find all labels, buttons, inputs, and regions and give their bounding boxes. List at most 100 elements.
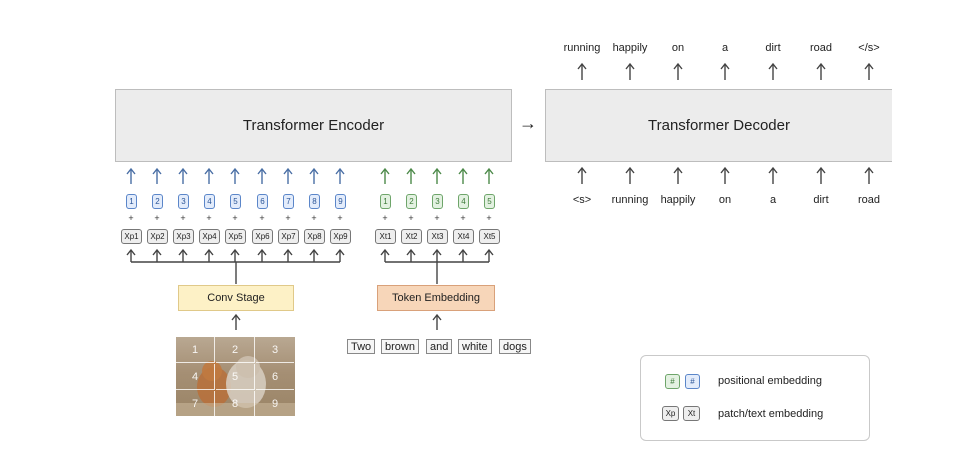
patch-input-arrow-head: [204, 248, 214, 256]
decoder-output-word: road: [809, 42, 833, 54]
text-embedding: Xt3: [427, 229, 448, 244]
image-patch: 6: [256, 364, 294, 390]
text-position-embedding: 5: [484, 194, 495, 209]
patch-position-embedding: 6: [257, 194, 268, 209]
decoder-output-word: on: [671, 42, 685, 54]
patch-embedding: Xp9: [330, 229, 351, 244]
caption-word: and: [426, 339, 453, 354]
text-embedding: Xt5: [479, 229, 500, 244]
patch-encoder-arrow-head: [230, 167, 240, 175]
patch-input-arrow-head: [257, 248, 267, 256]
decoder-label: Transformer Decoder: [648, 117, 790, 134]
decoder-input-word: running: [611, 194, 649, 206]
patch-position-embedding: 8: [309, 194, 320, 209]
patch-encoder-arrow-head: [283, 167, 293, 175]
patch-input-arrow-head: [126, 248, 136, 256]
patch-encoder-arrow-head: [309, 167, 319, 175]
decoder-input-word: <s>: [572, 194, 592, 206]
text-embedding: Xt1: [375, 229, 396, 244]
patch-position-embedding: 9: [335, 194, 346, 209]
legend-positional-green: #: [665, 374, 680, 389]
text-encoder-arrow-head: [406, 167, 416, 175]
text-embedding: Xt4: [453, 229, 474, 244]
image-patch: 3: [256, 337, 294, 363]
text-embedding: Xt2: [401, 229, 422, 244]
text-position-embedding: 1: [380, 194, 391, 209]
decoder-input-arrow-head: [864, 166, 874, 174]
patch-input-arrow-head: [178, 248, 188, 256]
encoder-label: Transformer Encoder: [242, 117, 385, 134]
image-patch: 4: [176, 364, 215, 390]
decoder-output-word: happily: [612, 42, 648, 54]
patch-position-embedding: 5: [230, 194, 241, 209]
words-to-token-arrow-head: [432, 313, 442, 321]
token-embedding: Token Embedding: [377, 285, 495, 311]
text-encoder-arrow-head: [484, 167, 494, 175]
image-patch: 1: [176, 337, 215, 363]
image-patch: 9: [271, 397, 279, 410]
caption-word: dogs: [499, 339, 531, 354]
decoder-output-word: a: [721, 42, 729, 54]
plus-sign: +: [311, 213, 317, 223]
image-patch: 2: [216, 337, 255, 363]
patch-position-embedding: 7: [283, 194, 294, 209]
patch-embedding: Xp7: [278, 229, 299, 244]
patch-embedding: Xp8: [304, 229, 325, 244]
decoder-output-arrow-head: [577, 62, 587, 70]
text-encoder-arrow-head: [380, 167, 390, 175]
patch-input-arrow-head: [309, 248, 319, 256]
text-position-embedding: 3: [432, 194, 443, 209]
patch-position-embedding: 1: [126, 194, 137, 209]
plus-sign: +: [180, 213, 186, 223]
text-input-arrow-head: [458, 248, 468, 256]
token-embedding-label: Token Embedding: [391, 292, 481, 304]
plus-sign: +: [206, 213, 212, 223]
plus-sign: +: [460, 213, 466, 223]
patch-position-embedding: 2: [152, 194, 163, 209]
decoder-input-word: a: [769, 194, 777, 206]
caption-word: white: [458, 339, 492, 354]
plus-sign: +: [382, 213, 388, 223]
patch-embedding: Xp4: [199, 229, 220, 244]
patch-position-embedding: 4: [204, 194, 215, 209]
plus-sign: +: [154, 213, 160, 223]
decoder-input-word: dirt: [813, 194, 829, 206]
caption-word: brown: [381, 339, 419, 354]
decoder-output-arrow-head: [625, 62, 635, 70]
text-encoder-arrow-head: [432, 167, 442, 175]
plus-sign: +: [128, 213, 134, 223]
plus-sign: +: [285, 213, 291, 223]
plus-sign: +: [486, 213, 492, 223]
patch-embedding: Xp5: [225, 229, 246, 244]
text-input-arrow-head: [406, 248, 416, 256]
text-input-arrow-head: [380, 248, 390, 256]
image-patch: 8: [216, 391, 255, 416]
patch-encoder-arrow-head: [257, 167, 267, 175]
decoder-output-word: dirt: [765, 42, 781, 54]
plus-sign: +: [259, 213, 265, 223]
decoder-output-arrow-head: [673, 62, 683, 70]
image-patch: 7: [176, 391, 215, 416]
patch-input-arrow-head: [152, 248, 162, 256]
plus-sign: +: [434, 213, 440, 223]
text-position-embedding: 2: [406, 194, 417, 209]
patch-encoder-arrow-head: [126, 167, 136, 175]
encoder-to-decoder-arrow: →: [519, 113, 537, 133]
legend-positional-label: positional embedding: [718, 375, 822, 387]
patch-input-arrow-head: [230, 248, 240, 256]
patch-position-embedding: 3: [178, 194, 189, 209]
decoder-input-arrow-head: [625, 166, 635, 174]
legend-positional-blue: #: [685, 374, 700, 389]
text-input-arrow-head: [484, 248, 494, 256]
decoder-output-word: running: [563, 42, 601, 54]
patch-embedding: Xp1: [121, 229, 142, 244]
patch-encoder-arrow-head: [178, 167, 188, 175]
decoder-input-word: road: [857, 194, 881, 206]
patch-input-arrow-head: [335, 248, 345, 256]
conv-stage-label: Conv Stage: [207, 292, 265, 304]
decoder-output-arrow-head: [816, 62, 826, 70]
conv-stage: Conv Stage: [178, 285, 294, 311]
decoder-output-arrow-head: [720, 62, 730, 70]
